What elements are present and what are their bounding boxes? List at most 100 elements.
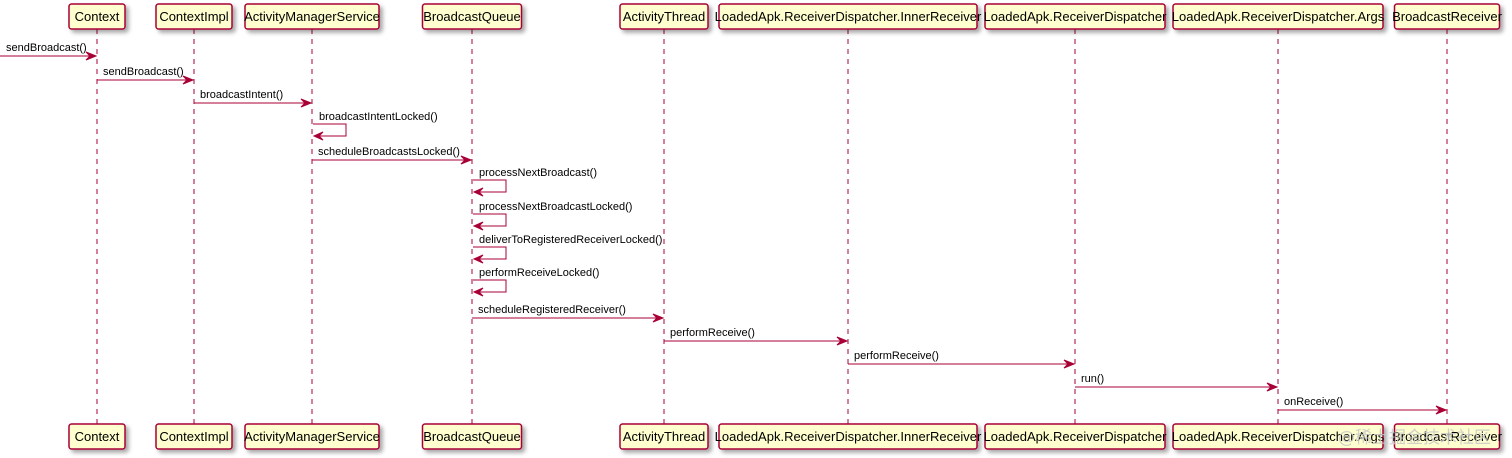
message-label: run() (1081, 373, 1104, 385)
participant-label: ActivityManagerService (244, 429, 380, 444)
message-label: sendBroadcast() (103, 66, 184, 78)
message-3: broadcastIntent() (194, 89, 313, 108)
participant-box (155, 3, 233, 30)
message-arrowhead (472, 287, 484, 297)
participant-label: ActivityManagerService (244, 9, 380, 24)
participant-box (244, 3, 380, 30)
message-label: performReceive() (854, 350, 939, 362)
message-arrowhead (1266, 382, 1279, 392)
participant-box (244, 423, 380, 450)
participant-feet: Context ContextImpl ActivityManagerService… (68, 423, 1503, 450)
message-arrowhead (472, 187, 484, 197)
participant-label: LoadedApk.ReceiverDispatcher (984, 9, 1167, 24)
message-1: sendBroadcast() (0, 42, 98, 61)
message-arrowhead (1435, 405, 1448, 415)
participant-box (1393, 423, 1501, 450)
lifelines (96, 29, 1448, 424)
message-2: sendBroadcast() (97, 66, 195, 85)
participant-label: ActivityThread (623, 9, 705, 24)
participant-box (1172, 423, 1384, 450)
message-5: scheduleBroadcastsLocked() (312, 146, 473, 165)
participant-label: BroadcastQueue (423, 429, 521, 444)
participant-broadcast-receiver-foot: BroadcastReceiver (1392, 423, 1503, 450)
message-label: scheduleBroadcastsLocked() (318, 146, 460, 158)
message-arrowhead (652, 313, 665, 323)
message-11: performReceive() (664, 327, 849, 346)
message-7: processNextBroadcastLocked() (472, 201, 632, 231)
message-line (313, 123, 347, 137)
participant-label: ContextImpl (159, 429, 228, 444)
participant-label: BroadcastReceiver (1392, 9, 1502, 24)
participant-activity-thread-head: ActivityThread (619, 3, 709, 30)
participant-context-impl-head: ContextImpl (155, 3, 233, 30)
participant-context-impl-foot: ContextImpl (155, 423, 233, 450)
participant-inner-receiver-head: LoadedApk.ReceiverDispatcher.InnerReceiv… (715, 3, 982, 30)
message-label: deliverToRegisteredReceiverLocked() (479, 234, 662, 246)
message-label: broadcastIntent() (200, 89, 283, 101)
participant-ams-head: ActivityManagerService (244, 3, 380, 30)
participant-broadcast-queue-head: BroadcastQueue (421, 3, 523, 30)
participant-box (155, 423, 233, 450)
participant-heads: Context ContextImpl ActivityManagerService… (68, 3, 1503, 30)
message-label: scheduleRegisteredReceiver() (478, 304, 626, 316)
message-6: processNextBroadcast() (472, 167, 597, 197)
participant-broadcast-receiver-head: BroadcastReceiver (1392, 3, 1503, 30)
message-arrowhead (460, 155, 473, 165)
participant-args-head: LoadedApk.ReceiverDispatcher.Args (1172, 3, 1385, 30)
messages: sendBroadcast() sendBroadcast() broadcastI… (0, 42, 1448, 415)
participant-label: LoadedApk.ReceiverDispatcher.InnerReceiv… (715, 9, 982, 24)
participant-receiver-dispatcher-foot: LoadedApk.ReceiverDispatcher (984, 423, 1167, 450)
participant-box (619, 423, 709, 450)
message-arrowhead (472, 254, 484, 264)
participant-box (718, 3, 978, 30)
participant-box (984, 423, 1166, 450)
message-arrowhead (472, 221, 484, 231)
participant-label: Context (75, 429, 120, 444)
participant-label: LoadedApk.ReceiverDispatcher.Args (1172, 429, 1385, 444)
message-9: performReceiveLocked() (472, 267, 599, 297)
participant-context-foot: Context (68, 423, 126, 450)
participant-inner-receiver-foot: LoadedApk.ReceiverDispatcher.InnerReceiv… (715, 423, 982, 450)
message-line (473, 279, 507, 293)
participant-label: LoadedApk.ReceiverDispatcher.Args (1172, 9, 1385, 24)
participant-context-head: Context (68, 3, 126, 30)
participant-label: ContextImpl (159, 9, 228, 24)
message-label: processNextBroadcastLocked() (479, 201, 632, 213)
message-arrowhead (85, 51, 98, 61)
participant-box (718, 423, 978, 450)
participant-label: BroadcastReceiver (1392, 429, 1502, 444)
participant-box (619, 3, 709, 30)
participant-args-foot: LoadedApk.ReceiverDispatcher.Args (1172, 423, 1385, 450)
participant-ams-foot: ActivityManagerService (244, 423, 380, 450)
participant-label: LoadedApk.ReceiverDispatcher.InnerReceiv… (715, 429, 982, 444)
participant-box (1172, 3, 1384, 30)
participant-box (68, 423, 126, 450)
message-8: deliverToRegisteredReceiverLocked() (472, 234, 662, 264)
message-arrowhead (300, 98, 313, 108)
message-line (473, 179, 507, 193)
message-label: sendBroadcast() (6, 42, 87, 54)
participant-box (984, 3, 1166, 30)
participant-label: ActivityThread (623, 429, 705, 444)
participant-label: BroadcastQueue (423, 9, 521, 24)
message-line (473, 246, 507, 260)
message-13: run() (1075, 373, 1279, 392)
message-label: processNextBroadcast() (479, 167, 597, 179)
message-14: onReceive() (1278, 396, 1448, 415)
message-label: performReceiveLocked() (479, 267, 599, 279)
message-line (473, 213, 507, 227)
message-10: scheduleRegisteredReceiver() (472, 304, 665, 323)
message-arrowhead (182, 75, 195, 85)
participant-box (1393, 3, 1501, 30)
message-label: onReceive() (1284, 396, 1343, 408)
participant-activity-thread-foot: ActivityThread (619, 423, 709, 450)
participant-box (421, 3, 523, 30)
participant-label: Context (75, 9, 120, 24)
participant-label: LoadedApk.ReceiverDispatcher (984, 429, 1167, 444)
message-arrowhead (312, 131, 324, 141)
message-arrowhead (1063, 359, 1076, 369)
participant-box (68, 3, 126, 30)
message-arrowhead (836, 336, 849, 346)
message-label: broadcastIntentLocked() (319, 111, 438, 123)
